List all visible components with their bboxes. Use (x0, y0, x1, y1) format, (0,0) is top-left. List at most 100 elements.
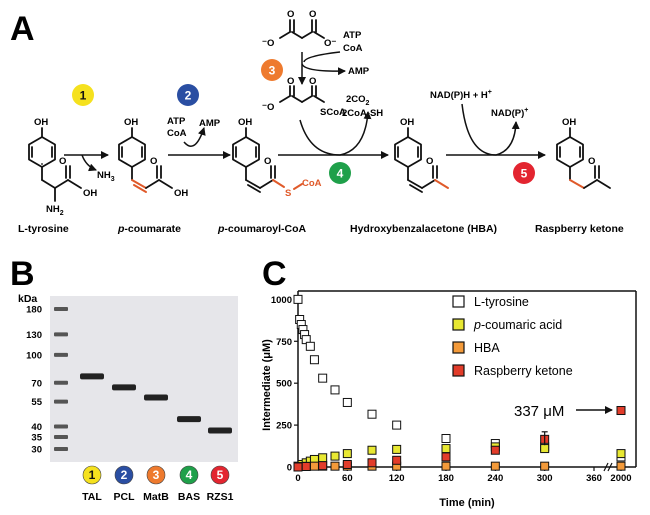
svg-text:O: O (287, 9, 294, 20)
lane-badge (114, 465, 134, 485)
pcoa-oh-label: OH (238, 117, 252, 128)
protein-band-pcl (112, 384, 136, 391)
legend-swatch (452, 364, 465, 377)
x-axis-label: Time (min) (439, 497, 495, 509)
malonate: ⁻O O O O⁻ (262, 9, 336, 49)
kda-label: kDa (18, 293, 37, 305)
data-point (342, 397, 352, 407)
lane-badge-number: 1 (89, 468, 96, 482)
lane-label: RZS1 (207, 491, 234, 503)
y-tick-label: 750 (276, 337, 292, 348)
data-point (616, 449, 626, 459)
ladder-label: 130 (26, 330, 42, 341)
svg-text:O: O (287, 76, 294, 87)
enzyme-badge-3 (261, 59, 283, 81)
panel-a: A OH O OH NH2 L-tyrosine NH3 OH (10, 9, 624, 235)
data-point (392, 420, 402, 430)
lane-badge (82, 465, 102, 485)
pcou-oh-label: OH (124, 117, 138, 128)
svg-text:4: 4 (337, 167, 344, 181)
legend-label: L-tyrosine (474, 295, 529, 309)
x-tick-label: 180 (438, 473, 454, 484)
data-point (367, 445, 377, 455)
svg-text:O: O (309, 76, 316, 87)
tyr-nh2-label: NH2 (46, 204, 64, 217)
tyr-oh-label: OH (34, 117, 48, 128)
svg-text:1: 1 (80, 89, 87, 103)
step3-atp: ATP (343, 30, 362, 41)
legend-label: HBA (474, 341, 500, 355)
ladder-label: 180 (26, 305, 42, 316)
pcoa-coa-label: CoA (302, 178, 322, 189)
compound-p-coumaroyl-coa: OH O S CoA p-coumaroyl-CoA (217, 117, 322, 235)
malonyl-scoa: SCoA (320, 107, 346, 118)
lane-label: TAL (82, 491, 102, 503)
step2-curve (183, 127, 206, 147)
rk-oh-label: OH (562, 117, 576, 128)
lane-badge (146, 465, 166, 485)
data-point (490, 445, 500, 455)
data-point (441, 434, 451, 444)
lane-label: BAS (178, 491, 200, 503)
svg-text:O: O (309, 9, 316, 20)
enzyme-badge-2 (177, 84, 199, 106)
svg-text:5: 5 (521, 167, 528, 181)
legend-label: p-coumaric acid (473, 318, 562, 332)
final-concentration-annotation: 337 μM (514, 403, 564, 420)
compound-label-l-tyrosine: L-tyrosine (18, 223, 69, 235)
data-point (441, 452, 451, 462)
step4-coash: 2CoA-SH (342, 108, 383, 119)
data-point (309, 355, 319, 365)
step5-curve (461, 103, 520, 156)
step3-coa: CoA (343, 43, 363, 54)
ladder-label: 55 (31, 397, 42, 408)
y-tick-label: 1000 (271, 295, 292, 306)
data-point (616, 406, 626, 416)
step3-cofactor-curve (303, 51, 341, 63)
svg-text:O: O (426, 156, 433, 167)
data-point (367, 458, 377, 468)
lane-bands (80, 373, 232, 434)
data-point (367, 409, 377, 419)
x-tick-label: 120 (389, 473, 405, 484)
compound-p-coumarate: OH O OH p-coumarate (117, 117, 188, 235)
data-point (342, 459, 352, 469)
svg-text:⁻O: ⁻O (262, 102, 274, 113)
malonate-o1: ⁻O (262, 38, 274, 49)
y-tick-label: 500 (276, 379, 292, 390)
pcoa-s-label: S (285, 188, 291, 199)
step1-nh3-arrow (81, 154, 97, 172)
y-axis-label: Intermediate (μM) (261, 339, 273, 431)
ladder-label: 100 (26, 350, 42, 361)
protein-band-matb (144, 394, 168, 401)
compound-label-raspberry-ketone: Raspberry ketone (535, 223, 624, 235)
data-point (392, 455, 402, 465)
enzyme-badge-1 (72, 84, 94, 106)
protein-band-bas (177, 416, 201, 423)
lane-badge (179, 465, 199, 485)
data-point (540, 461, 550, 471)
ladder-label: 30 (31, 445, 42, 456)
data-point (441, 461, 451, 471)
ladder-band (54, 399, 68, 404)
compound-label-hba: Hydroxybenzalacetone (HBA) (350, 223, 497, 235)
ladder-label: 35 (31, 432, 42, 443)
y-tick-label: 0 (287, 463, 292, 474)
lane-badge-number: 3 (153, 468, 160, 482)
ladder-band (54, 380, 68, 385)
step2-coa: CoA (167, 128, 187, 139)
data-point (616, 461, 626, 471)
ladder-band (54, 352, 68, 357)
svg-text:2: 2 (185, 89, 192, 103)
compound-l-tyrosine: OH O OH NH2 L-tyrosine (18, 117, 97, 235)
ladder-bands (54, 307, 68, 451)
data-point (293, 462, 303, 472)
malonate-o2: O⁻ (324, 38, 336, 49)
legend-swatch (452, 295, 465, 308)
axis-break (603, 462, 609, 472)
ladder-label: 70 (31, 378, 42, 389)
